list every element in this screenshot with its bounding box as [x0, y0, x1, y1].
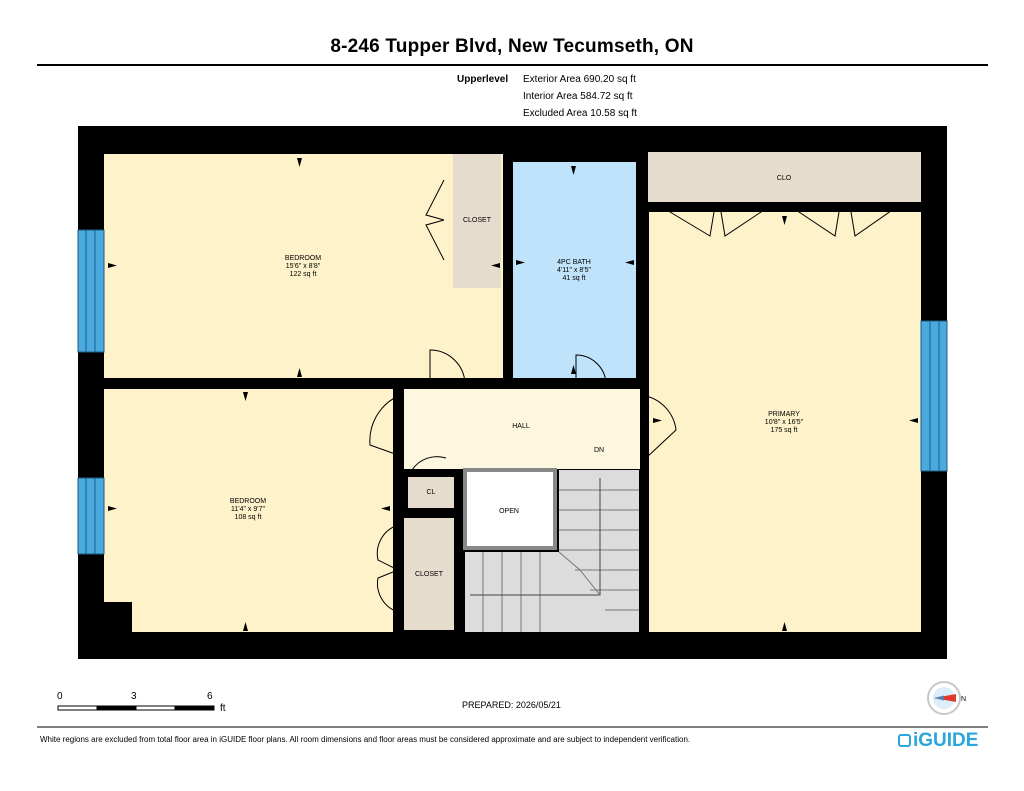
level-label: Upperlevel	[457, 74, 509, 85]
primary-area: 175 sq ft	[771, 427, 798, 434]
closet-2-name: CLOSET	[415, 571, 444, 578]
dimension-markers	[108, 158, 918, 631]
primary-name: PRIMARY	[768, 411, 800, 418]
brand-logo: iGUIDE	[898, 730, 978, 752]
interior-area: Interior Area 584.72 sq ft	[523, 91, 633, 102]
bath-name: 4PC BATH	[557, 259, 591, 266]
window-mullions	[85, 230, 940, 554]
stairs-label: DN	[594, 447, 604, 454]
stairs-landing	[465, 552, 559, 632]
exterior-area: Exterior Area 690.20 sq ft	[523, 74, 636, 85]
scale-tick-6: 6	[207, 691, 213, 702]
scale-bar	[57, 705, 215, 711]
bedroom-2-dims: 11'4" x 9'7"	[231, 506, 265, 513]
windows	[77, 229, 948, 555]
bath-dims: 4'11" x 8'5"	[557, 267, 591, 274]
bedroom-2-floor	[104, 389, 393, 632]
excluded-area: Excluded Area 10.58 sq ft	[523, 108, 637, 119]
cl-name: CL	[427, 489, 436, 496]
primary-dims: 10'8" x 16'5"	[765, 419, 804, 426]
door-swings	[369, 179, 899, 613]
clo-name: CLO	[777, 175, 792, 182]
bath-floor	[513, 162, 636, 378]
bedroom-1-floor	[104, 154, 503, 378]
scale-tick-0: 0	[57, 691, 63, 702]
page-title: 8-246 Tupper Blvd, New Tecumseth, ON	[330, 36, 694, 57]
disclaimer: White regions are excluded from total fl…	[40, 735, 691, 744]
hall-name: HALL	[512, 423, 530, 430]
prepared-date: PREPARED: 2026/05/21	[462, 700, 561, 710]
bedroom-1-dims: 15'6" x 8'8"	[286, 263, 321, 270]
bedroom-2-name: BEDROOM	[230, 498, 266, 505]
compass-icon: N	[927, 681, 966, 715]
closet-1-name: CLOSET	[463, 217, 492, 224]
compass-north-label: N	[961, 696, 966, 703]
hall-floor	[404, 389, 640, 469]
stair-treads	[470, 478, 639, 632]
brand-text: iGUIDE	[913, 730, 979, 751]
stairs-floor	[559, 470, 639, 632]
primary-floor	[649, 212, 921, 632]
scale-tick-3: 3	[131, 691, 137, 702]
bedroom-1-name: BEDROOM	[285, 255, 321, 262]
header-rule	[37, 64, 988, 66]
bedroom-2-wall-notch	[104, 602, 132, 632]
closet-2-floor	[404, 518, 454, 630]
clo-floor	[648, 152, 921, 202]
open-name: OPEN	[499, 508, 519, 515]
open-area	[463, 468, 557, 550]
bedroom-2-area: 108 sq ft	[235, 514, 262, 521]
bath-area: 41 sq ft	[563, 275, 586, 282]
cl-floor	[408, 477, 454, 508]
room-labels: BEDROOM 15'6" x 8'8" 122 sq ft CLOSET 4P…	[230, 175, 804, 578]
iguide-logo-icon	[898, 734, 911, 747]
bedroom-1-area: 122 sq ft	[290, 271, 317, 278]
area-lines: Exterior Area 690.20 sq ft Interior Area…	[523, 71, 637, 122]
scale-unit: ft	[220, 703, 226, 714]
